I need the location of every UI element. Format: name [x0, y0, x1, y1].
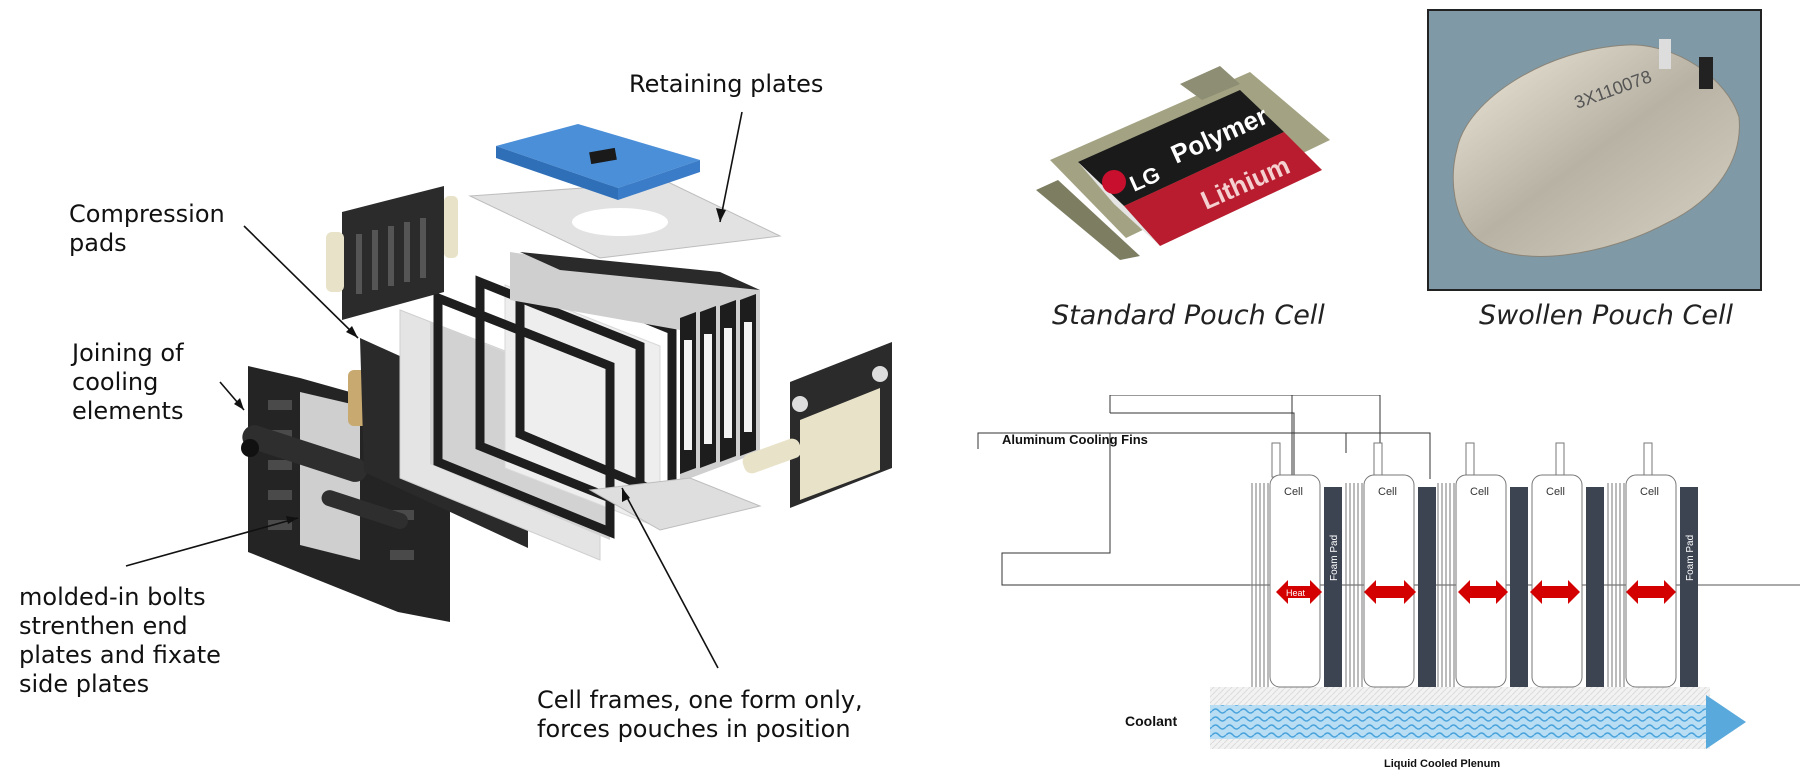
- blue-control-board: [496, 124, 700, 200]
- heat-arrow-5: [1626, 580, 1676, 604]
- coolant-label: Coolant: [1125, 713, 1177, 729]
- lg-logo-icon: [1102, 170, 1126, 194]
- cell-group-3: [1437, 442, 1528, 688]
- heat-arrow-4: [1530, 580, 1580, 604]
- leader-arrowheads: [234, 208, 726, 524]
- heat-arrow-2: [1364, 580, 1416, 604]
- cell-label-5: Cell: [1640, 486, 1659, 498]
- caption-swollen-pouch: Swollen Pouch Cell: [1479, 300, 1733, 331]
- cell-label-2: Cell: [1378, 486, 1397, 498]
- callout-cell-frames: Cell frames, one form only, forces pouch…: [537, 686, 863, 743]
- cooling-schematic-svg: Aluminum Cooling Fins: [977, 395, 1800, 770]
- heat-arrow-1: [1276, 580, 1322, 604]
- standard-pouch-cell-image: LG Polymer Lithium: [1036, 66, 1330, 260]
- cell-group-5: [1607, 442, 1698, 688]
- cell-group-1: [1251, 442, 1342, 688]
- exploded-module-illustration: [125, 111, 892, 669]
- callout-joining-cooling: Joining of cooling elements: [72, 339, 184, 425]
- cell-group-2: [1345, 442, 1436, 688]
- caption-standard-pouch: Standard Pouch Cell: [1052, 300, 1325, 331]
- heat-label: Heat: [1286, 588, 1306, 598]
- heat-arrows: [1276, 580, 1676, 604]
- cell-label-3: Cell: [1470, 486, 1489, 498]
- right-side-plate: [742, 342, 892, 508]
- coolant-arrowhead: [1706, 695, 1746, 749]
- foam-label-2: Foam Pad: [1685, 535, 1696, 581]
- plenum-label: Liquid Cooled Plenum: [1384, 758, 1500, 770]
- foam-label-1: Foam Pad: [1329, 535, 1340, 581]
- left-side-plate: [326, 186, 458, 320]
- cell-stack: [510, 252, 760, 482]
- fins-label: Aluminum Cooling Fins: [1002, 432, 1148, 447]
- coolant-band: [1210, 705, 1706, 739]
- callout-retaining-plates: Retaining plates: [629, 70, 824, 98]
- swollen-pouch-cell-image: 3X110078: [1427, 9, 1762, 291]
- cell-label-1: Cell: [1284, 486, 1303, 498]
- cell-label-4: Cell: [1546, 486, 1565, 498]
- cell-group-4: [1531, 442, 1604, 688]
- callout-molded-bolts: molded-in bolts strenthen end plates and…: [19, 583, 221, 698]
- heat-arrow-3: [1458, 580, 1508, 604]
- callout-compression-pads: Compression pads: [69, 200, 225, 257]
- top-plate-hole: [572, 208, 668, 236]
